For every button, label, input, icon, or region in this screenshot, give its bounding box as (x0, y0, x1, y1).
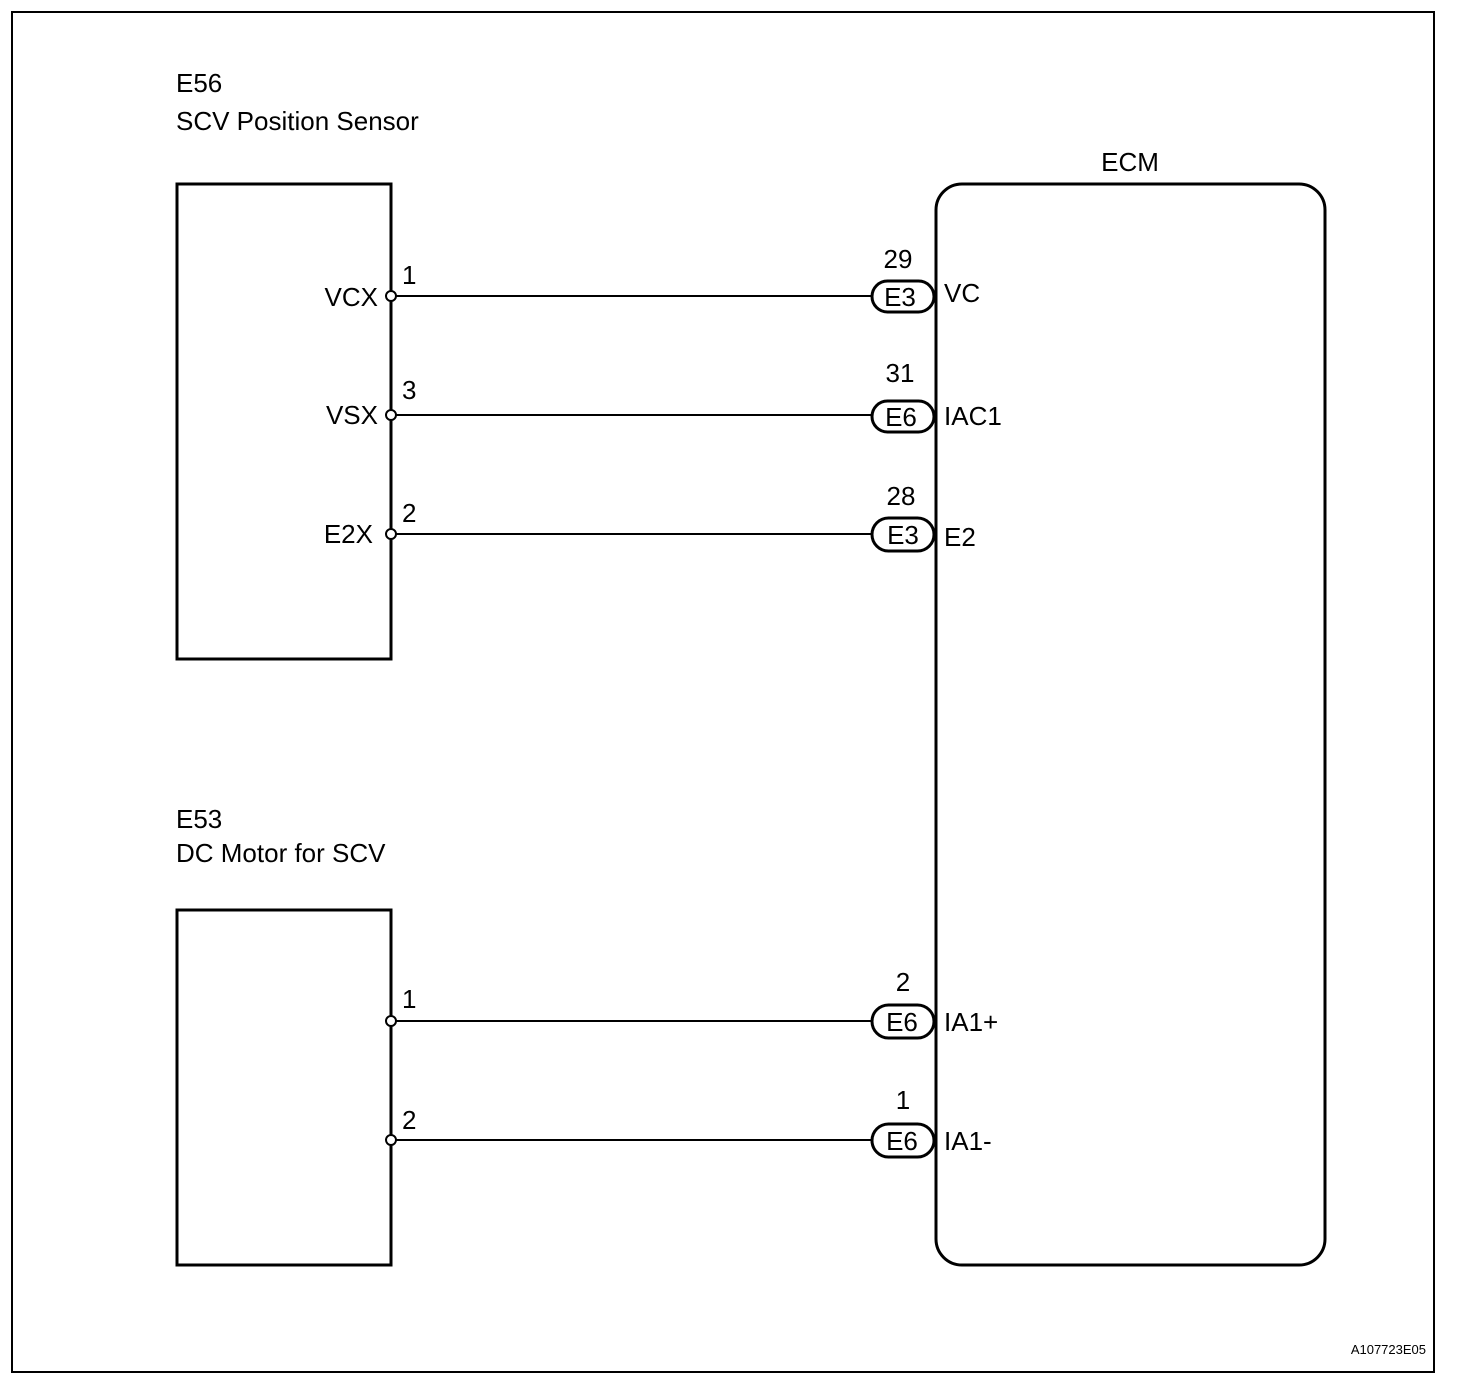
sensor-pin-number: 1 (402, 260, 416, 290)
motor-name: DC Motor for SCV (176, 838, 386, 868)
ecm-connector (870, 399, 936, 434)
motor-pin-number: 2 (402, 1105, 416, 1135)
motor-box (175, 908, 393, 1267)
ecm-signal-label: IA1- (944, 1126, 992, 1156)
figure-code: A107723E05 (1351, 1342, 1426, 1357)
ecm-pin-number: 2 (896, 967, 910, 997)
ecm-connector (870, 1122, 936, 1159)
ecm-connector (870, 516, 936, 553)
ecm-connector-label: E6 (886, 1007, 918, 1037)
ecm-connector-label: E3 (887, 520, 919, 550)
ecm-connector-label: E6 (886, 1126, 918, 1156)
sensor-box (175, 182, 393, 661)
ecm-connector (870, 279, 936, 314)
sensor-pin-number: 3 (402, 375, 416, 405)
ecm-signal-label: VC (944, 278, 980, 308)
ecm-box (934, 182, 1327, 1267)
sensor-signal-label: VCX (325, 282, 378, 312)
ecm-connector (870, 1003, 936, 1040)
ecm-pin-number: 28 (887, 481, 916, 511)
sensor-pin-number: 2 (402, 498, 416, 528)
sensor-pin-terminal (385, 290, 397, 302)
motor-pin-number: 1 (402, 984, 416, 1014)
sensor-code: E56 (176, 68, 222, 98)
ecm-title: ECM (1101, 147, 1159, 177)
ecm-signal-label: IAC1 (944, 401, 1002, 431)
sensor-signal-label: E2X (324, 519, 373, 549)
motor-pin-terminal (385, 1134, 397, 1146)
sensor-signal-label: VSX (326, 400, 378, 430)
ecm-connector-label: E6 (885, 402, 917, 432)
diagram-frame (11, 11, 1435, 1373)
sensor-name: SCV Position Sensor (176, 106, 419, 136)
ecm-connector-label: E3 (884, 282, 916, 312)
motor-code: E53 (176, 804, 222, 834)
ecm-signal-label: IA1+ (944, 1007, 998, 1037)
ecm-pin-number: 29 (884, 244, 913, 274)
motor-pin-terminal (385, 1015, 397, 1027)
ecm-signal-label: E2 (944, 522, 976, 552)
sensor-pin-terminal (385, 409, 397, 421)
sensor-pin-terminal (385, 528, 397, 540)
ecm-pin-number: 31 (886, 358, 915, 388)
ecm-pin-number: 1 (896, 1085, 910, 1115)
